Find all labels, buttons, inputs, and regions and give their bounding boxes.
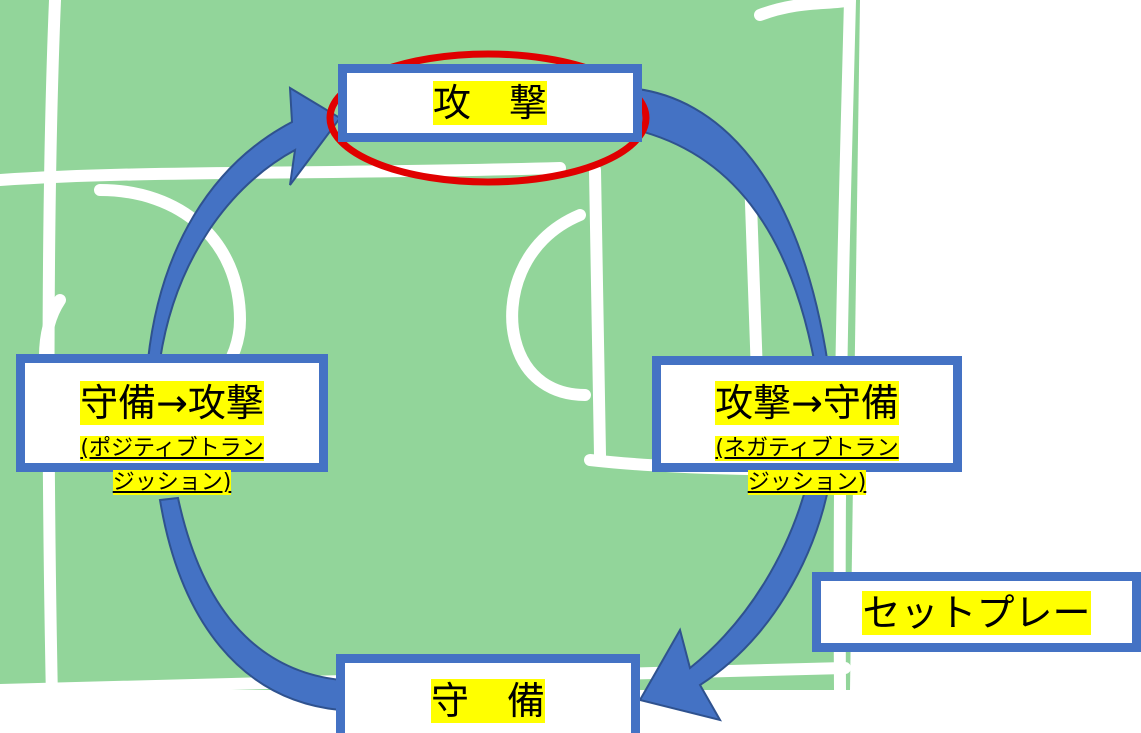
defense-label: 守 備 <box>336 679 640 723</box>
defense-text: 守 備 <box>430 679 545 723</box>
negative-transition-sub1-text: (ネガティブトラン <box>715 436 899 461</box>
top-right-curve <box>754 0 856 21</box>
penalty-box-line <box>589 164 606 461</box>
arrow-defense-to-pos <box>158 496 341 712</box>
positive-transition-sub2: ジッション) <box>16 470 328 496</box>
attack-label: 攻 撃 <box>338 81 642 125</box>
negative-transition-sub1: (ネガティブトラン <box>652 436 962 462</box>
set-play-text: セットプレー <box>862 591 1091 635</box>
negative-transition-sub2-text: ジッション) <box>747 470 867 495</box>
attack-focus-ring <box>326 50 650 186</box>
left-goal-area-line <box>42 0 61 706</box>
positive-transition-sub1: (ポジティブトラン <box>16 436 328 462</box>
positive-transition-sub1-text: (ポジティブトラン <box>80 436 264 461</box>
negative-transition-sub2: ジッション) <box>652 470 962 496</box>
arrow-pos-to-attack <box>146 86 342 361</box>
negative-transition-title-text: 攻撃→守備 <box>715 381 899 425</box>
positive-transition-title-text: 守備→攻撃 <box>80 381 264 425</box>
penalty-arc <box>506 209 591 401</box>
right-touch-line <box>833 0 856 696</box>
set-play-label: セットプレー <box>812 591 1141 635</box>
arrow-neg-to-defense <box>638 479 832 722</box>
positive-transition-sub2-text: ジッション) <box>112 470 232 495</box>
negative-transition-title: 攻撃→守備 <box>652 381 962 425</box>
positive-transition-title: 守備→攻撃 <box>16 381 328 425</box>
attack-text: 攻 撃 <box>432 81 547 125</box>
